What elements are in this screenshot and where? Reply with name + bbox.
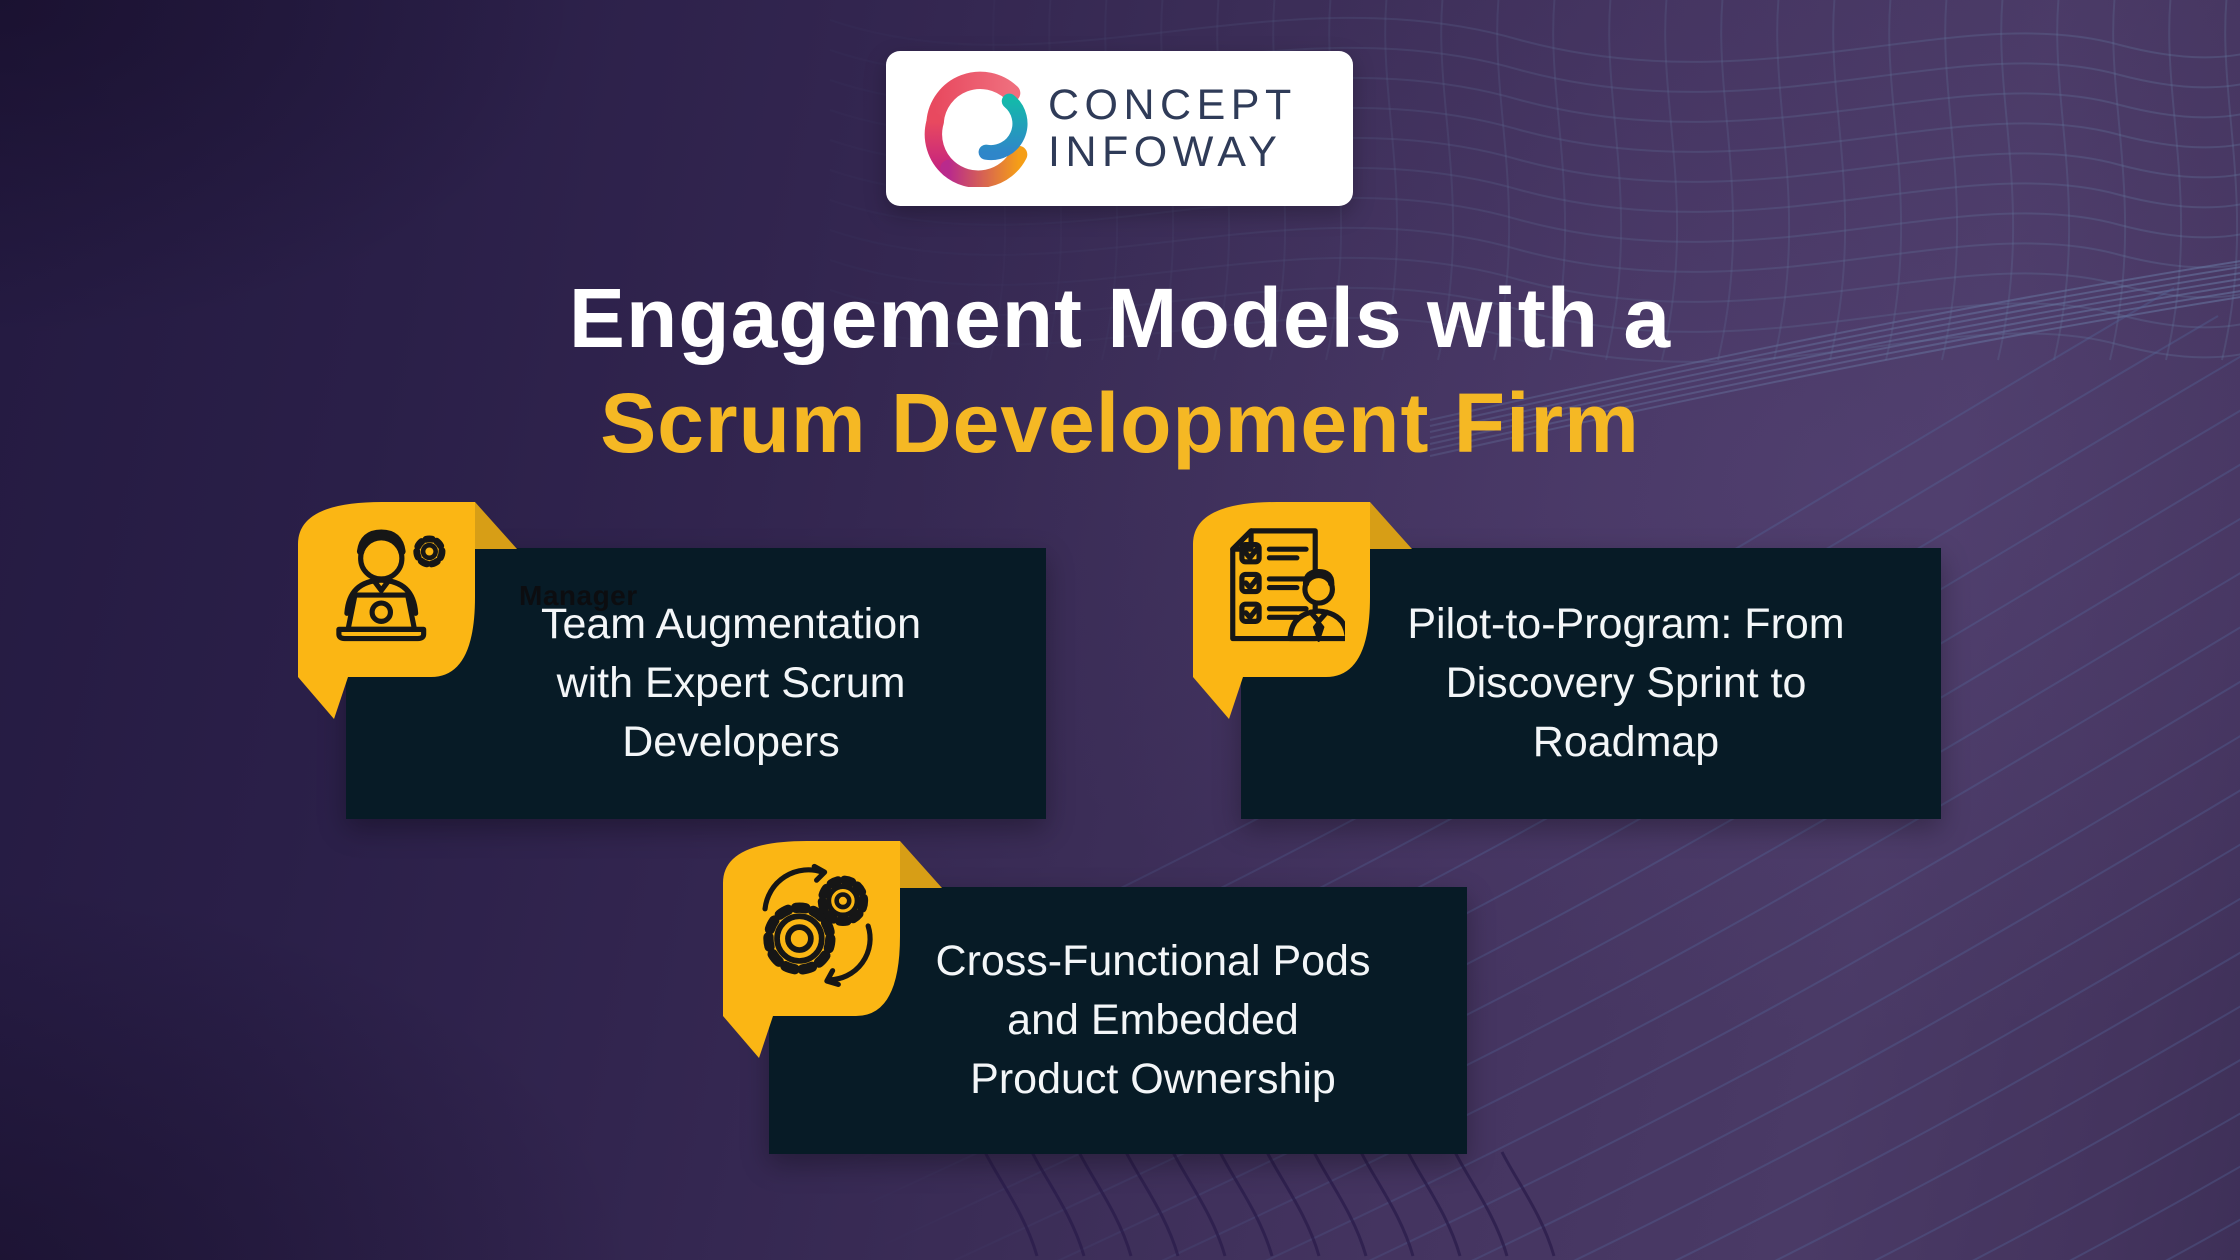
- card-cross-functional-pods-text: Cross-Functional Pods and Embedded Produ…: [769, 932, 1467, 1109]
- card-pilot-to-program-text: Pilot-to-Program: From Discovery Sprint …: [1241, 595, 1941, 772]
- title-line-2: Scrum Development Firm: [600, 376, 1640, 470]
- card-text-line: Team Augmentation: [540, 600, 922, 648]
- title-line-1: Engagement Models with a: [568, 271, 1672, 365]
- card-text-line: Product Ownership: [970, 1055, 1336, 1103]
- card-icon-badge: [1193, 502, 1413, 722]
- card-text-line: Cross-Functional Pods: [935, 937, 1371, 985]
- card-team-augmentation: Team Augmentation with Expert Scrum Deve…: [346, 548, 1046, 819]
- card-text-line: Roadmap: [1532, 718, 1720, 766]
- card-icon-badge: [723, 841, 943, 1061]
- manager-overlay-label: Manager: [519, 580, 638, 611]
- page-title: Engagement Models with a Scrum Developme…: [0, 266, 2240, 476]
- checklist-person-icon: [1230, 528, 1345, 642]
- card-text-line: and Embedded: [1007, 996, 1299, 1044]
- manager-laptop-gear-icon: [336, 529, 446, 642]
- card-text-line: Developers: [622, 718, 840, 766]
- logo-wordmark: CONCEPT INFOWAY: [1048, 80, 1297, 176]
- card-text-line: Discovery Sprint to: [1445, 659, 1807, 707]
- gears-sync-icon: [762, 863, 873, 987]
- logo-card: CONCEPT INFOWAY: [886, 51, 1353, 206]
- card-text-line: with Expert Scrum: [556, 659, 906, 707]
- card-icon-badge: [298, 502, 518, 722]
- card-text-line: Pilot-to-Program: From: [1407, 600, 1845, 648]
- concept-infoway-logo-icon: [924, 71, 1028, 187]
- card-pilot-to-program: Pilot-to-Program: From Discovery Sprint …: [1241, 548, 1941, 819]
- logo-word-concept: CONCEPT: [1048, 80, 1297, 129]
- logo-word-infoway: INFOWAY: [1048, 127, 1283, 176]
- card-team-augmentation-text: Team Augmentation with Expert Scrum Deve…: [346, 595, 1046, 772]
